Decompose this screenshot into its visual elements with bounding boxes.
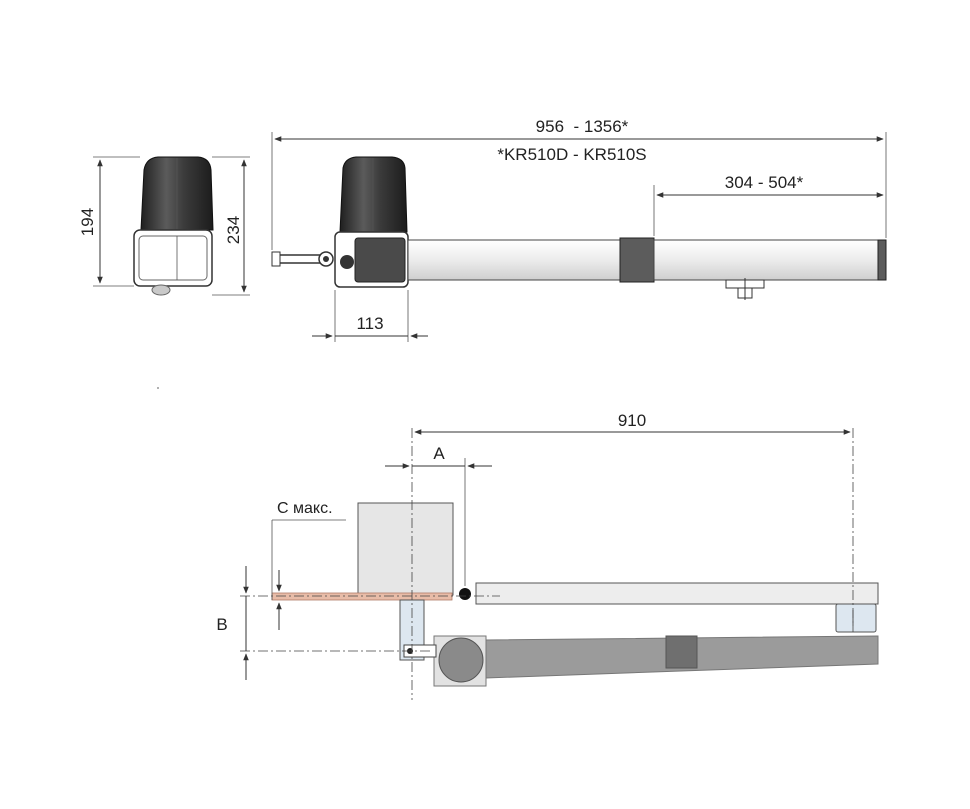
dim-113-label: 113	[356, 314, 383, 333]
operator-collar	[619, 237, 655, 283]
dim-234-label: 234	[224, 216, 243, 244]
installation-plan: 910 A C макс. B	[216, 411, 879, 700]
dim-stroke-label: 304 - 504*	[725, 173, 804, 192]
gate-hinge-icon	[459, 588, 471, 600]
side-view-operator: 956 - 1356* *KR510D - KR510S 304 - 504* …	[271, 117, 887, 342]
front-bracket-icon	[725, 278, 765, 300]
operator-rod	[653, 239, 879, 281]
operator-plan	[403, 635, 879, 687]
operator-cover-side	[339, 156, 408, 233]
dim-194-label: 194	[78, 208, 97, 236]
operator-body-end	[133, 229, 213, 287]
end-view-operator: 194 234	[78, 156, 250, 296]
dim-b-label: B	[216, 615, 227, 634]
gate-bracket	[835, 603, 877, 633]
dim-c-label: C макс.	[277, 500, 333, 517]
c-band	[271, 592, 453, 601]
dim-910-label: 910	[618, 411, 646, 430]
model-note-label: *KR510D - KR510S	[497, 145, 646, 164]
pillar	[357, 502, 454, 596]
gate-leaf	[475, 582, 879, 605]
dim-total-length-label: 956 - 1356*	[536, 117, 629, 136]
operator-foot-end	[151, 284, 171, 296]
operator-tube	[407, 239, 621, 281]
dim-a-label: A	[433, 444, 445, 463]
motor-hub-icon	[438, 637, 484, 683]
